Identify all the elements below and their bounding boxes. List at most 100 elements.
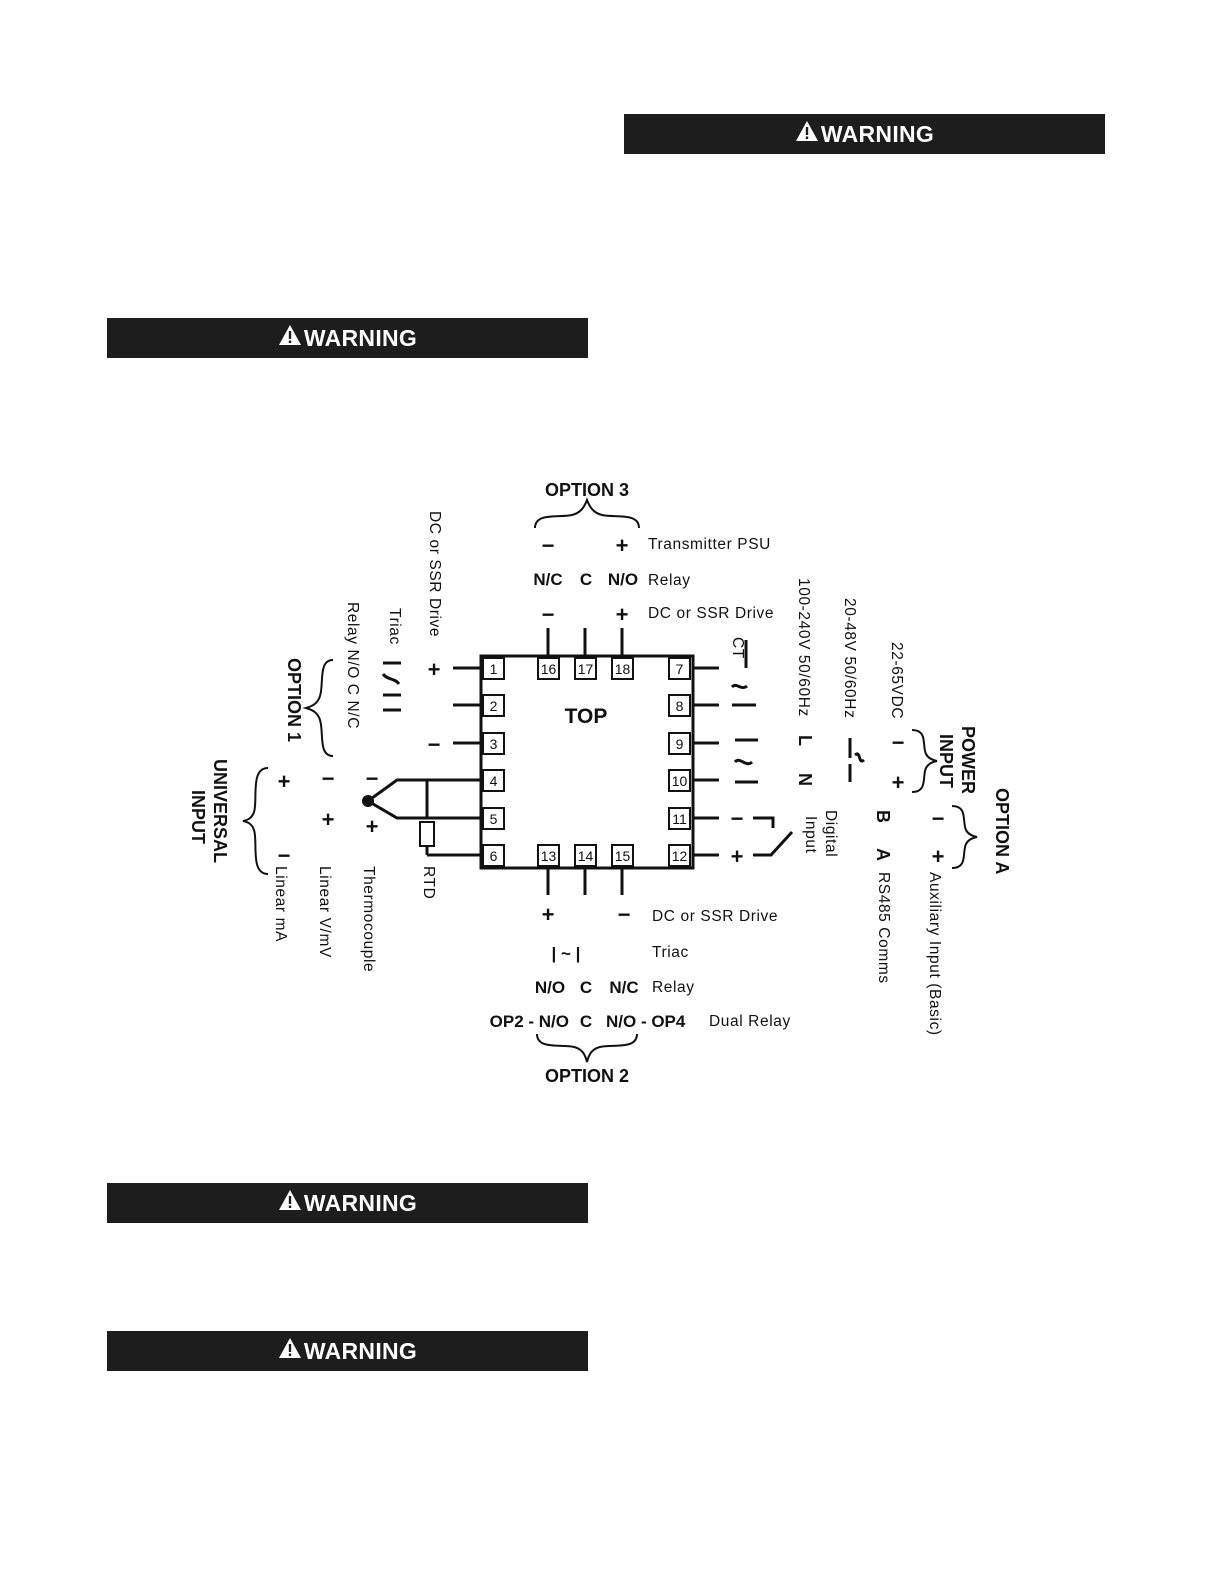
option-2-dual-right: N/O - OP4 [606, 1012, 686, 1031]
digital-input-label-2: Input [802, 816, 819, 854]
option-2-relay-no: N/O [535, 978, 565, 997]
top-label: TOP [565, 705, 608, 728]
option-3-title: OPTION 3 [545, 480, 629, 500]
rtd-resistor-icon [419, 821, 435, 847]
option-2-brace [536, 1033, 638, 1063]
thermocouple-symbol [367, 778, 453, 820]
pin-number: 8 [676, 698, 684, 714]
rs485-b-label: B [873, 810, 893, 823]
warning-text: WARNING [303, 1337, 418, 1364]
aux-input-plus: + [932, 844, 945, 869]
warning-text: WARNING [303, 1189, 418, 1216]
power-ac-high-label: 100-240V 50/60Hz [795, 578, 812, 717]
power-dc-minus: − [892, 730, 905, 755]
pin-boxes [482, 657, 691, 867]
power-input-brace [911, 729, 938, 793]
warning-text: WARNING [820, 120, 935, 147]
option-1-dc-label: DC or SSR Drive [426, 511, 443, 637]
terminal-leads [453, 628, 719, 895]
pin-number: 9 [676, 736, 684, 752]
linear-v-minus: − [322, 766, 335, 791]
option-3-psu-plus: + [616, 533, 629, 558]
linear-ma-minus: − [278, 843, 291, 868]
thermocouple-plus: + [366, 814, 379, 839]
option-3-brace [534, 497, 640, 529]
ct-label: CT [729, 637, 746, 659]
option-1-minus: − [428, 732, 441, 757]
linear-ma-plus: + [278, 769, 291, 794]
warning-icon [278, 324, 302, 352]
power-dc-label: 22-65VDC [888, 642, 905, 719]
option-1-triac-label: Triac [386, 608, 403, 645]
option-3-psu-minus: − [542, 533, 555, 558]
option-1-brace [302, 659, 334, 757]
controller-body [479, 654, 695, 870]
option-3-relay-label: Relay [648, 572, 691, 589]
option-2-dual-label: Dual Relay [709, 1013, 791, 1030]
pin-number: 2 [490, 698, 498, 714]
linear-v-label: Linear V/mV [316, 866, 333, 958]
option-3-psu-label: Transmitter PSU [648, 536, 771, 553]
rs485-a-label: A [873, 848, 893, 861]
option-2-relay-c: C [580, 978, 592, 997]
pin-numbers: 1 2 3 4 5 6 7 8 9 10 11 12 13 14 15 16 1… [490, 661, 688, 864]
digital-input-label-1: Digital [822, 810, 839, 857]
pin-number: 16 [541, 661, 557, 677]
thermocouple-minus: − [366, 766, 379, 791]
universal-input-title-1: UNIVERSAL [210, 759, 230, 863]
warning-icon [795, 120, 819, 148]
option-2-dual-left: OP2 - N/O [490, 1012, 569, 1031]
option-2-title: OPTION 2 [545, 1066, 629, 1086]
warning-icon [278, 1337, 302, 1365]
thermocouple-junction-icon [362, 795, 374, 807]
option-2-relay-nc: N/C [609, 978, 638, 997]
option-1-plus: + [428, 657, 441, 682]
ac-low-symbol [848, 738, 865, 782]
pin-number: 4 [490, 773, 498, 789]
option-3-relay-c: C [580, 570, 592, 589]
option-1-title: OPTION 1 [284, 658, 304, 742]
option-2-dc-label: DC or SSR Drive [652, 908, 778, 925]
digital-input-plus: + [731, 844, 744, 869]
option-2-triac-label: Triac [652, 944, 689, 961]
option-a-brace [951, 805, 978, 869]
pin-number: 14 [578, 848, 594, 864]
pin-number: 18 [615, 661, 631, 677]
power-input-title-1: POWER [958, 726, 978, 794]
option-2-dual-c: C [580, 1012, 592, 1031]
option-3-relay-nc: N/C [533, 570, 562, 589]
rs485-label: RS485 Comms [875, 872, 892, 984]
universal-input-brace [242, 767, 269, 875]
option-1-relay-label: Relay N/O C N/C [344, 602, 361, 729]
power-line-label: L [795, 735, 815, 746]
ac-power-symbol [733, 738, 758, 784]
warning-banner-3: WARNING [107, 1183, 588, 1223]
aux-input-minus: − [932, 806, 945, 831]
digital-input-switch-icon [753, 816, 794, 857]
power-dc-plus: + [892, 770, 905, 795]
option-2-dc-minus: − [618, 902, 631, 927]
pin-number: 15 [615, 848, 631, 864]
pin-number: 3 [490, 736, 498, 752]
option-3-dc-minus: − [542, 602, 555, 627]
power-ac-low-label: 20-48V 50/60Hz [841, 598, 858, 718]
pin-number: 12 [672, 848, 688, 864]
warning-banner-4: WARNING [107, 1331, 588, 1371]
pin-number: 1 [490, 661, 498, 677]
option-3-dc-label: DC or SSR Drive [648, 605, 774, 622]
rtd-label: RTD [420, 866, 437, 899]
pin-number: 7 [676, 661, 684, 677]
option-3-relay-no: N/O [608, 570, 638, 589]
thermocouple-label: Thermocouple [360, 866, 377, 972]
option-2-dc-plus: + [542, 902, 555, 927]
pin-number: 10 [672, 773, 688, 789]
universal-input-title-2: INPUT [188, 790, 208, 844]
pin-number: 5 [490, 811, 498, 827]
option-2-relay-label: Relay [652, 979, 695, 996]
linear-v-plus: + [322, 807, 335, 832]
linear-ma-label: Linear mA [272, 866, 289, 942]
pin-number: 11 [672, 811, 687, 827]
pin-number: 13 [541, 848, 557, 864]
pin-number: 17 [578, 661, 594, 677]
